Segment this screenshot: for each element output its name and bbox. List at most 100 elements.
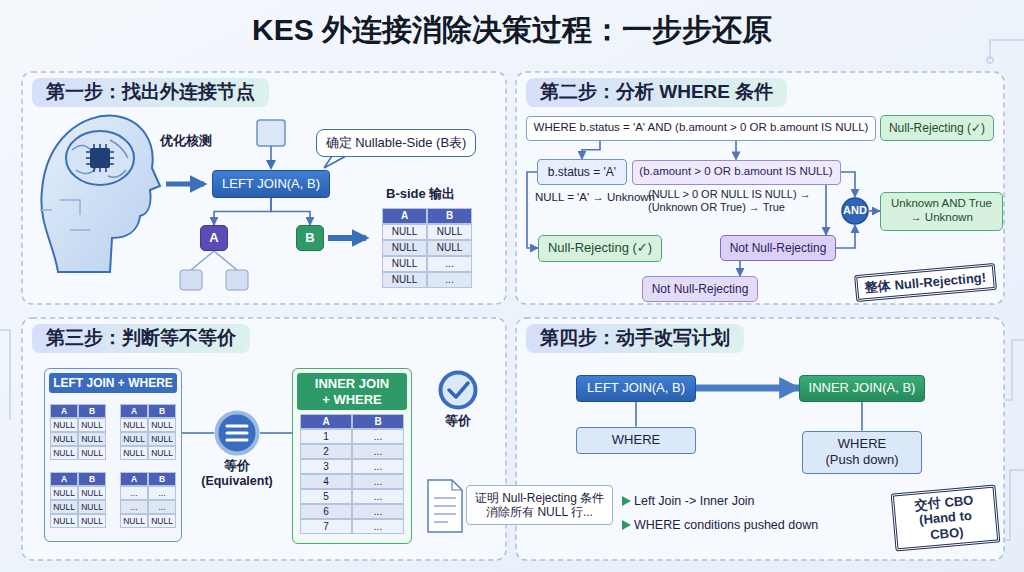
- connector: [271, 198, 310, 225]
- table-cell: NULL: [148, 514, 176, 528]
- node-text: 确定 Nullable-Side (B表): [326, 135, 467, 151]
- filter-node: WHERE (Push down): [802, 431, 922, 474]
- table-cell: B: [427, 208, 472, 224]
- cell-text: NULL: [81, 517, 103, 526]
- callout-bubble: 确定 Nullable-Side (B表): [316, 129, 476, 157]
- node-text: WHERE b.status = 'A' AND (b.amount > 0 O…: [534, 121, 869, 135]
- table-cell: 1: [300, 429, 352, 444]
- bullet-mark: [622, 496, 631, 506]
- cell-text: NULL: [392, 275, 418, 285]
- plan-branch: [191, 251, 237, 270]
- cell-text: 1: [323, 432, 329, 442]
- cell-text: NULL: [392, 227, 418, 237]
- caption-holder: 等价: [433, 413, 483, 429]
- table-cell: NULL: [78, 500, 106, 514]
- equivalence-icon: 等价 (Equivalent): [214, 410, 260, 456]
- cell-text: ...: [445, 275, 453, 285]
- table-cell: 7: [300, 519, 352, 534]
- step-heading: 第一步：找出外连接节点: [32, 78, 269, 107]
- note-text: NULL = 'A' → Unknown: [535, 191, 655, 205]
- connector: [182, 432, 214, 434]
- connector: [735, 141, 737, 160]
- cell-text: NULL: [53, 449, 75, 458]
- circuit-line: [990, 40, 1024, 60]
- cell-text: ...: [130, 503, 137, 512]
- cell-text: A: [131, 475, 137, 484]
- rewrite-arrow: [696, 385, 799, 392]
- table-cell: NULL: [78, 446, 106, 460]
- table-cell: NULL: [382, 240, 427, 256]
- table-cell: ...: [120, 500, 148, 514]
- cell-text: NULL: [53, 421, 75, 430]
- join-node: INNER JOIN(A, B): [799, 375, 925, 402]
- icon-caption: 等价: [433, 413, 483, 429]
- table-cell: B: [352, 414, 404, 429]
- table-cell: ...: [427, 256, 472, 272]
- cell-text: NULL: [123, 421, 145, 430]
- node-text: B: [305, 230, 314, 246]
- table-cell: A: [50, 404, 78, 418]
- cell-text: NULL: [53, 503, 75, 512]
- cell-text: 3: [323, 462, 329, 472]
- node-text: 证明 Null-Rejecting 条件消除所有 NULL 行...: [474, 491, 606, 520]
- table-cell: NULL: [50, 446, 78, 460]
- icon-caption: 等价 (Equivalent): [192, 459, 282, 489]
- cell-text: NULL: [437, 243, 463, 253]
- step-heading: 第四步：动手改写计划: [526, 324, 744, 353]
- label-holder: B-side 输出: [386, 186, 455, 202]
- cell-text: NULL: [392, 243, 418, 253]
- equals-icon: [227, 426, 247, 440]
- cell-text: B: [446, 211, 453, 221]
- document-icon: [428, 480, 462, 532]
- table-cell: NULL: [427, 240, 472, 256]
- note-text: Left Join -> Inner Join: [634, 494, 755, 509]
- cell-text: ...: [374, 447, 382, 457]
- cell-text: 6: [323, 507, 329, 517]
- join-node: LEFT JOIN(A, B): [212, 170, 330, 198]
- table-cell: NULL: [50, 432, 78, 446]
- cell-text: 5: [323, 492, 329, 502]
- cell-text: ...: [374, 522, 382, 532]
- panel-frame: [516, 72, 1004, 304]
- verdict-badge: Null-Rejecting (✓): [538, 235, 662, 262]
- brain: [66, 131, 134, 185]
- label-holder: WHERE conditions pushed down: [634, 518, 818, 533]
- cell-text: NULL: [53, 517, 75, 526]
- handoff-stamp: 交付 CBO (Hand to CBO): [890, 485, 1000, 552]
- cell-text: NULL: [81, 489, 103, 498]
- brain-fold: [72, 140, 128, 177]
- table-cell: ...: [352, 504, 404, 519]
- connector: [841, 172, 856, 197]
- table-cell: A: [120, 404, 148, 418]
- cell-text: NULL: [151, 435, 173, 444]
- cell-text: A: [322, 417, 329, 427]
- and-operator: AND: [841, 197, 869, 225]
- label-holder: (NULL > 0 OR NULL IS NULL) → (Unknown OR…: [648, 188, 813, 214]
- plan-arrow: [270, 146, 272, 168]
- note-text: 优化核测: [160, 133, 212, 149]
- connector: [861, 402, 863, 431]
- table-cell: NULL: [120, 432, 148, 446]
- table-cell: ...: [427, 272, 472, 288]
- cell-text: ...: [374, 432, 382, 442]
- table-cell: ...: [120, 486, 148, 500]
- filter-node: WHERE: [576, 427, 696, 454]
- table-node: A: [200, 225, 228, 251]
- cell-text: ...: [374, 507, 382, 517]
- cell-text: A: [401, 211, 408, 221]
- head-silhouette: [41, 116, 160, 272]
- cell-text: NULL: [81, 503, 103, 512]
- connector: [836, 225, 855, 248]
- table-cell: ...: [352, 459, 404, 474]
- connector: [214, 198, 271, 225]
- cell-text: ...: [374, 462, 382, 472]
- child-plan-node: [226, 270, 248, 290]
- node-text: Null-Rejecting (✓): [548, 240, 652, 256]
- connector: [825, 185, 827, 236]
- connector: [260, 432, 292, 434]
- table-cell: B: [148, 472, 176, 486]
- circle-shape: [217, 413, 258, 454]
- verdict-badge: Not Null-Rejecting: [642, 276, 758, 302]
- cell-text: A: [61, 407, 67, 416]
- cell-text: NULL: [392, 259, 418, 269]
